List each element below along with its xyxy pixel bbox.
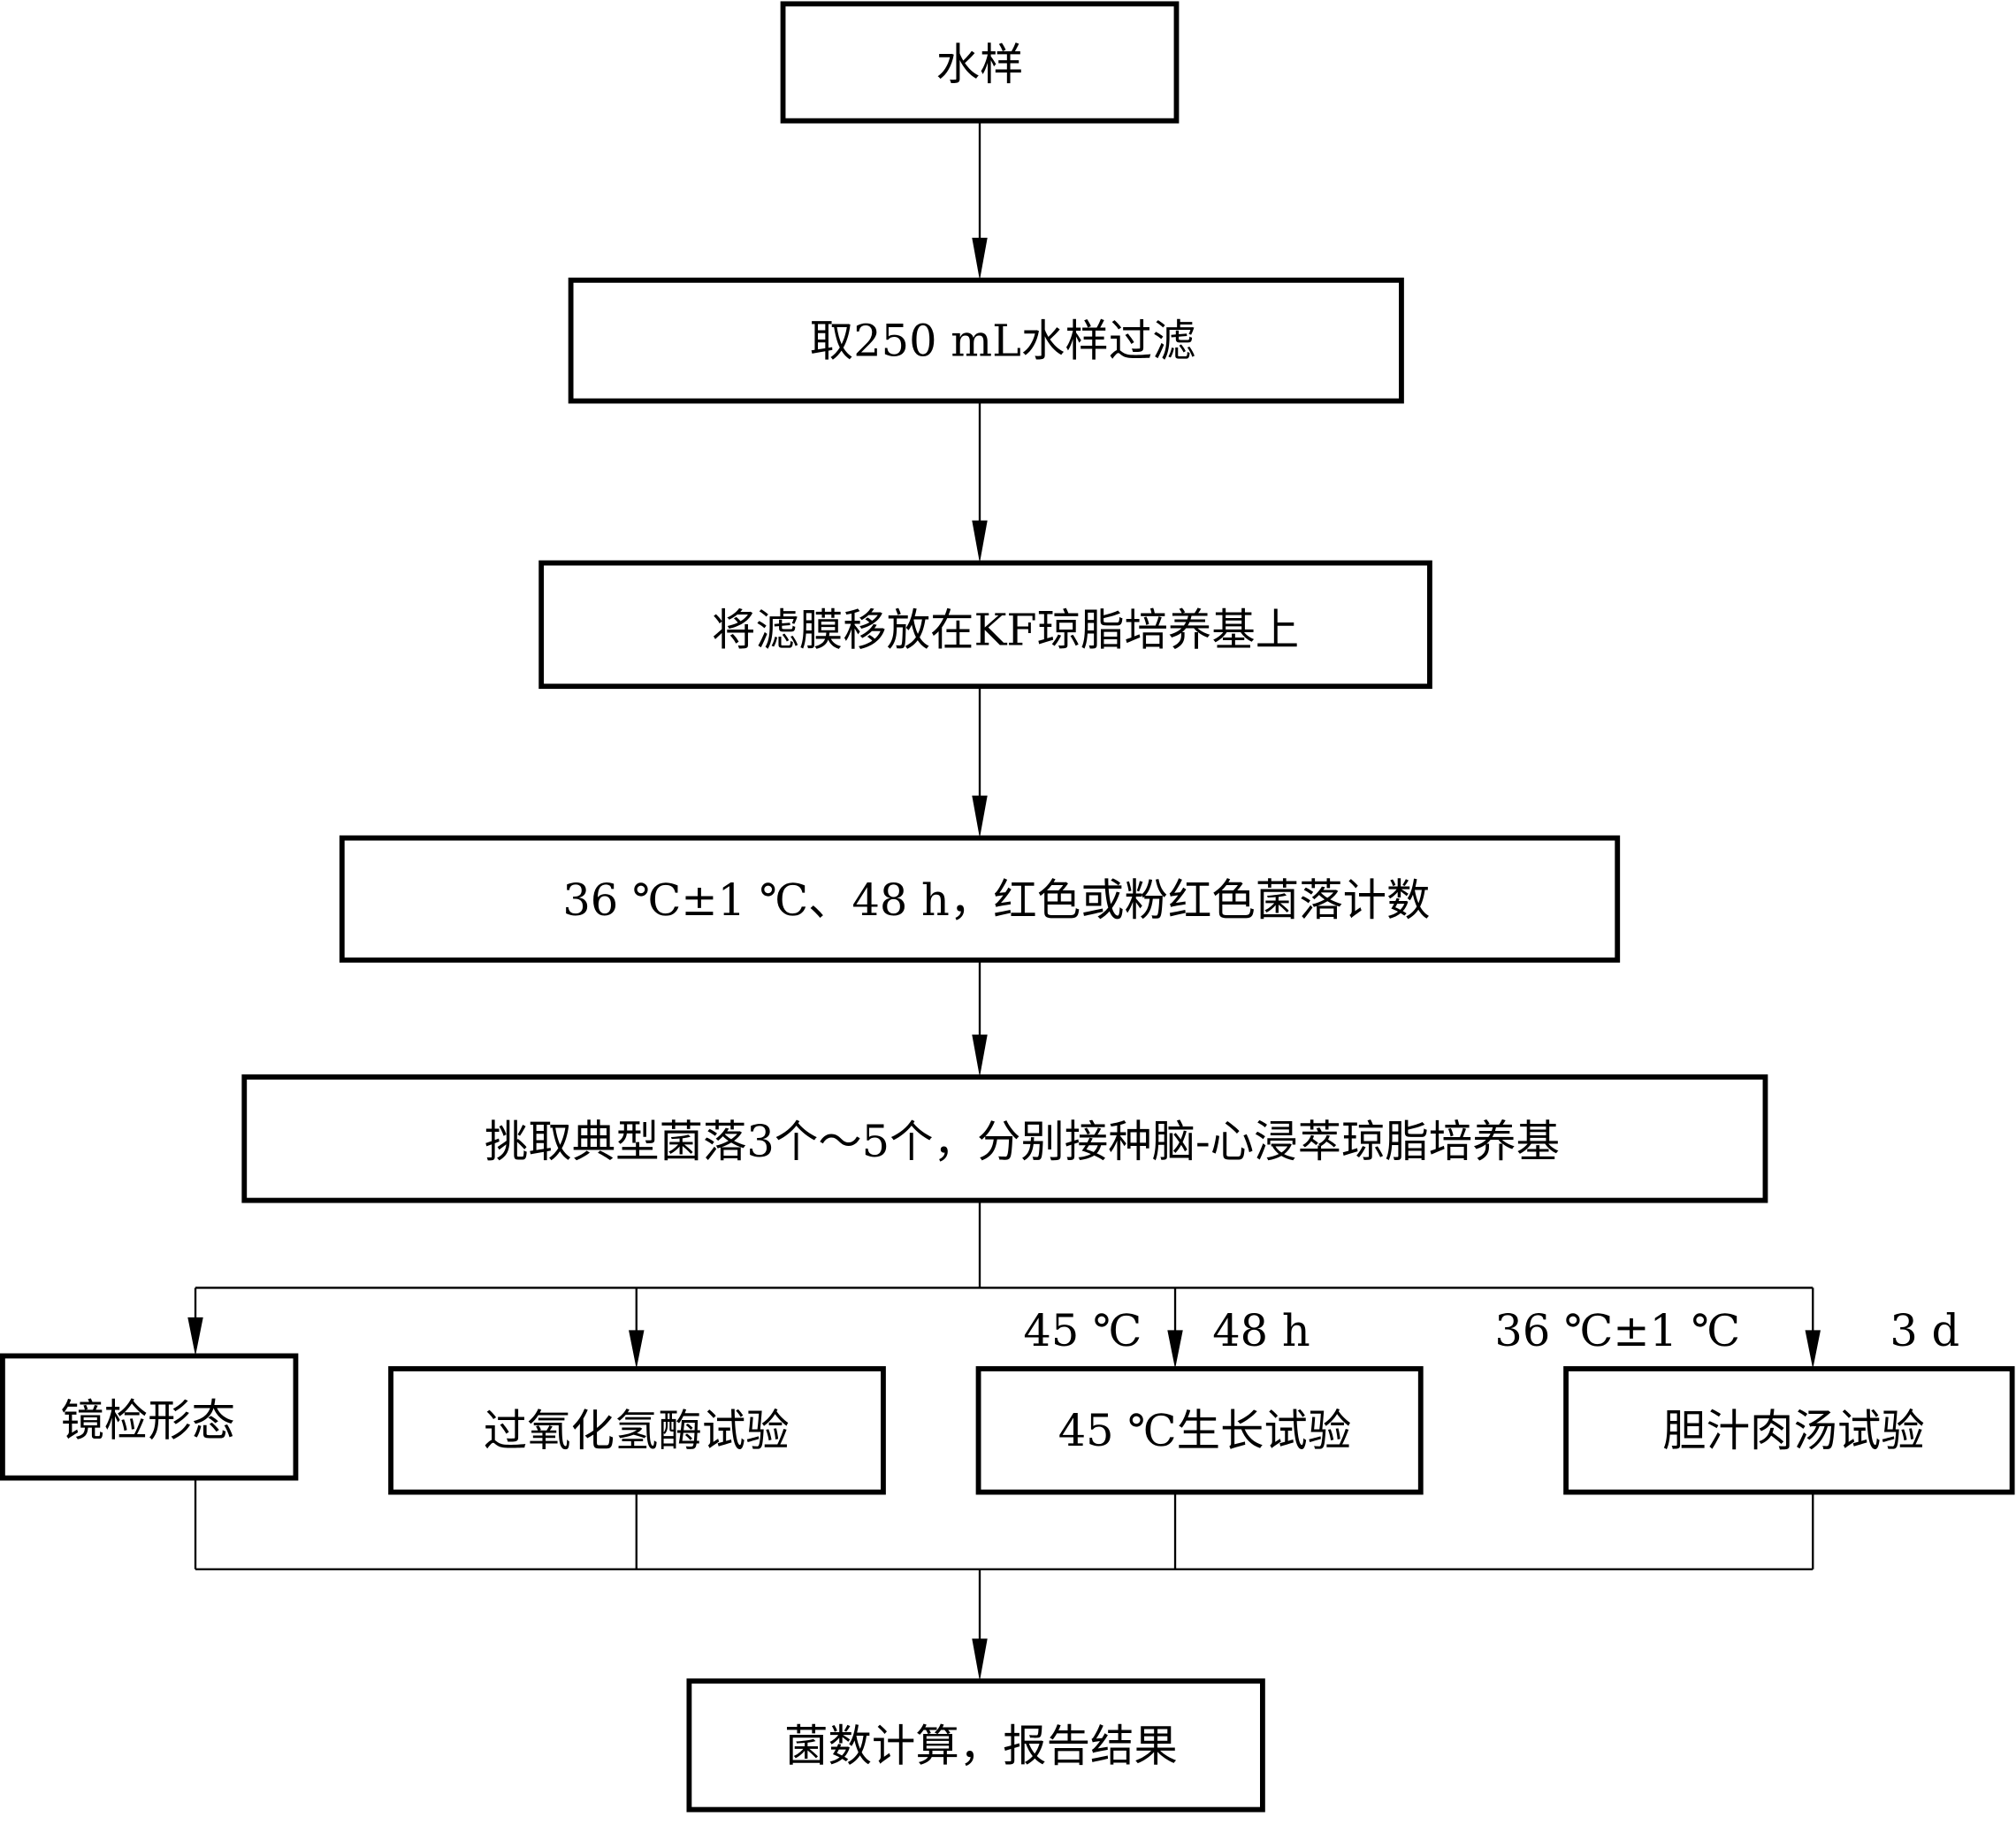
arrow-head xyxy=(1805,1330,1821,1369)
step-label: 36 ℃±1 ℃、48 h，红色或粉红色菌落计数 xyxy=(562,874,1430,926)
step-filter: 取250 mL水样过滤 xyxy=(568,277,1404,404)
step-water-sample: 水样 xyxy=(780,1,1180,124)
step-label: 取250 mL水样过滤 xyxy=(810,316,1196,367)
test-45c-growth: 45 ℃ 48 h 45 ℃生长试验 xyxy=(975,1305,1424,1495)
step-incubate-count: 36 ℃±1 ℃、48 h，红色或粉红色菌落计数 xyxy=(339,835,1621,963)
arrow-head xyxy=(972,237,988,280)
arrow-head xyxy=(972,520,988,563)
arrow-head xyxy=(972,1638,988,1682)
step-kf-agar: 将滤膜移放在KF琼脂培养基上 xyxy=(538,560,1432,690)
condition-temp: 36 ℃±1 ℃ xyxy=(1494,1305,1740,1356)
condition-temp: 45 ℃ xyxy=(1023,1305,1142,1356)
test-catalase: 过氧化氢酶试验 xyxy=(388,1366,886,1495)
test-microscopy: 镜检形态 xyxy=(0,1353,299,1481)
step-pick-colonies: 挑取典型菌落3个～5个，分别接种脑-心浸萃琼脂培养基 xyxy=(241,1074,1768,1203)
test-label: 过氧化氢酶试验 xyxy=(484,1405,790,1456)
arrow-head xyxy=(187,1317,203,1356)
test-label: 胆汁肉汤试验 xyxy=(1662,1405,1925,1456)
condition-time: 48 h xyxy=(1212,1305,1310,1356)
step-label: 将滤膜移放在KF琼脂培养基上 xyxy=(712,605,1299,656)
test-label: 镜检形态 xyxy=(60,1395,235,1447)
connectors xyxy=(187,120,1821,1682)
step-report: 菌数计算，报告结果 xyxy=(686,1678,1265,1813)
test-label: 45 ℃生长试验 xyxy=(1058,1405,1352,1456)
step-label: 挑取典型菌落3个～5个，分别接种脑-心浸萃琼脂培养基 xyxy=(485,1116,1560,1167)
arrow-head xyxy=(972,1035,988,1078)
condition-time: 3 d xyxy=(1890,1305,1959,1356)
arrow-head xyxy=(972,795,988,838)
arrow-head xyxy=(629,1330,645,1369)
test-bile-broth: 36 ℃±1 ℃ 3 d 胆汁肉汤试验 xyxy=(1494,1305,2015,1495)
step-label: 水样 xyxy=(936,39,1024,90)
arrow-head xyxy=(1167,1330,1183,1369)
step-label: 菌数计算，报告结果 xyxy=(784,1720,1178,1771)
